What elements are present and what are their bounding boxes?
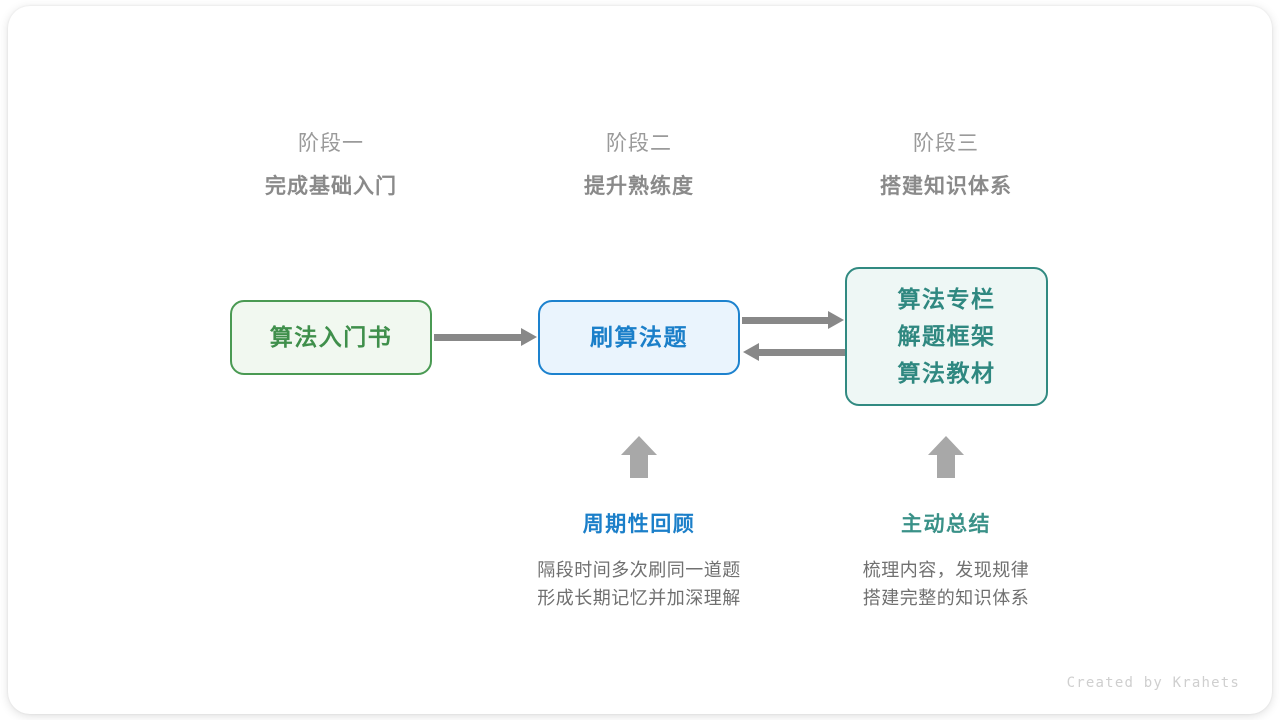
arrow-shaft [630,453,648,478]
stage-index-label-1: 阶段一 [298,132,364,155]
watermark-credit: Created by Krahets [1066,675,1240,691]
node-label: 算法专栏 [897,286,996,312]
node-learning-resources: 算法专栏 解题框架 算法教材 [845,267,1048,406]
stage-heading-3: 阶段三 搭建知识体系 [816,129,1076,203]
arrow-head [621,436,657,455]
up-arrow-icon-review [621,436,657,478]
node-algorithm-intro-book: 算法入门书 [230,300,432,375]
stage-index-label-2: 阶段二 [606,132,672,155]
stage-index-label-3: 阶段三 [913,132,979,155]
arrow-head [928,436,964,455]
arrow-right-icon-book-to-practice [434,328,537,346]
annotation-body-line: 搭建完整的知识体系 [862,588,1030,608]
annotation-body-line: 梳理内容，发现规律 [862,560,1030,580]
node-label: 算法入门书 [269,324,393,350]
annotation-title: 周期性回顾 [582,513,696,536]
annotation-body-line: 形成长期记忆并加深理解 [537,588,741,608]
arrow-right-icon-practice-to-resources [742,311,844,329]
stage-heading-2: 阶段二 提升熟练度 [509,129,769,203]
stage-title-1: 完成基础入门 [265,175,397,198]
annotation-body-line: 隔段时间多次刷同一道题 [537,560,741,580]
stage-heading-1: 阶段一 完成基础入门 [201,129,461,203]
annotation-title: 主动总结 [901,513,991,536]
up-arrow-icon-summary [928,436,964,478]
node-label: 刷算法题 [590,324,688,350]
node-label: 解题框架 [897,323,996,349]
node-practice-problems: 刷算法题 [538,300,740,375]
arrow-shaft [937,453,955,478]
annotation-review: 周期性回顾 隔段时间多次刷同一道题 形成长期记忆并加深理解 [479,510,799,612]
annotation-summary: 主动总结 梳理内容，发现规律 搭建完整的知识体系 [786,510,1106,612]
stage-title-2: 提升熟练度 [584,175,694,198]
node-label: 算法教材 [897,360,996,386]
arrow-left-icon-resources-to-practice [743,343,845,361]
stage-title-3: 搭建知识体系 [880,175,1012,198]
